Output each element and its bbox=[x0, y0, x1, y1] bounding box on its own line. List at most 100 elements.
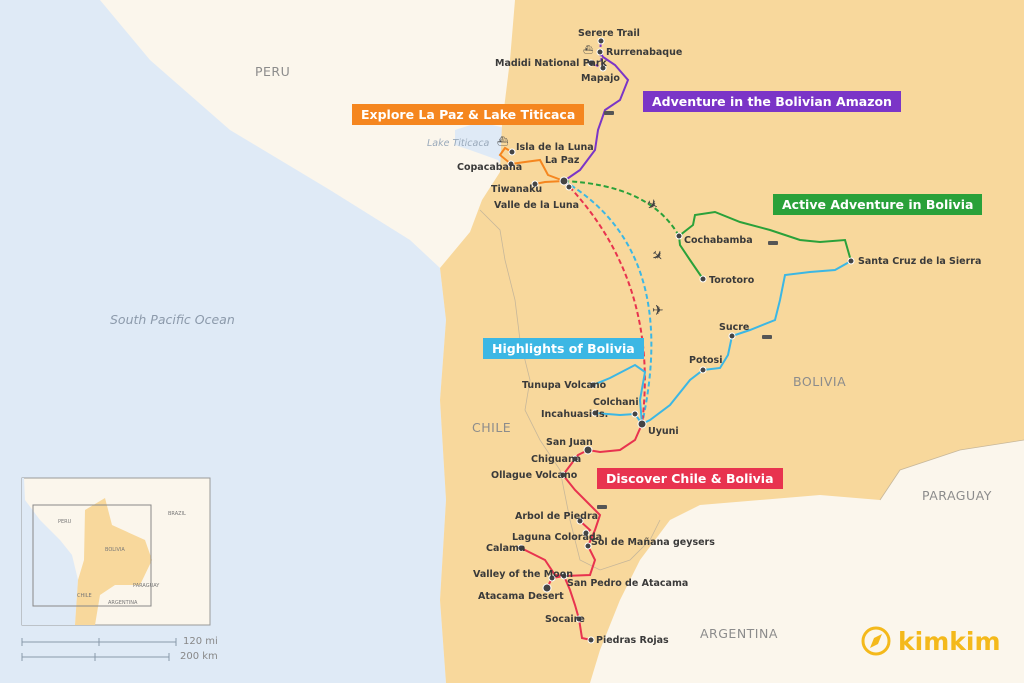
place-label: Piedras Rojas bbox=[596, 635, 669, 646]
inset-label: BRAZIL bbox=[168, 511, 186, 517]
place-label: Sol de Mañana geysers bbox=[591, 537, 715, 548]
route-active bbox=[677, 210, 852, 280]
place-marker[interactable] bbox=[587, 636, 595, 644]
route-tag-active[interactable]: Active Adventure in Bolivia bbox=[773, 194, 983, 215]
place-marker[interactable] bbox=[631, 410, 639, 418]
place-label: Laguna Colorada bbox=[512, 532, 602, 543]
airplane-icon: ✈ bbox=[652, 303, 664, 319]
place-label: Atacama Desert bbox=[478, 591, 564, 602]
place-marker[interactable] bbox=[637, 419, 647, 429]
place-marker[interactable] bbox=[847, 257, 855, 265]
country-label: BOLIVIA bbox=[793, 374, 846, 389]
place-label: Madidi National Park bbox=[495, 58, 608, 69]
place-marker[interactable] bbox=[517, 544, 525, 552]
place-marker[interactable] bbox=[575, 615, 583, 623]
boat-icon: ⛴ bbox=[497, 136, 509, 147]
country-label: PERU bbox=[255, 64, 290, 79]
place-marker[interactable] bbox=[559, 176, 569, 186]
place-label: Uyuni bbox=[648, 426, 679, 437]
place-label: Tiwanaku bbox=[491, 184, 542, 195]
place-label: Calama bbox=[486, 543, 525, 554]
place-label: Valley of the Moon bbox=[473, 569, 573, 580]
car-icon bbox=[597, 505, 607, 509]
place-marker[interactable] bbox=[584, 542, 592, 550]
place-label: Arbol de Piedra bbox=[515, 511, 598, 522]
place-marker[interactable] bbox=[571, 455, 579, 463]
place-label: Santa Cruz de la Sierra bbox=[858, 256, 981, 267]
route-flight-green bbox=[563, 180, 680, 237]
inset-label: ARGENTINA bbox=[108, 600, 138, 606]
inset-label: PERU bbox=[58, 519, 72, 525]
route-titicaca bbox=[498, 146, 565, 182]
place-label: San Pedro de Atacama bbox=[567, 578, 688, 589]
place-label: Incahuasi Is. bbox=[541, 409, 608, 420]
place-marker[interactable] bbox=[596, 48, 604, 56]
place-label: San Juan bbox=[546, 437, 593, 448]
scale-km: 200 km bbox=[180, 651, 218, 662]
place-marker[interactable] bbox=[531, 180, 539, 188]
lake-label: Lake Titicaca bbox=[427, 138, 490, 149]
place-marker[interactable] bbox=[589, 381, 597, 389]
place-marker[interactable] bbox=[597, 37, 605, 45]
place-marker[interactable] bbox=[542, 583, 552, 593]
route-chile bbox=[546, 423, 643, 589]
inset-label: CHILE bbox=[77, 593, 92, 599]
place-marker[interactable] bbox=[565, 183, 573, 191]
place-marker[interactable] bbox=[582, 529, 590, 537]
place-marker[interactable] bbox=[548, 574, 556, 582]
place-label: Valle de la Luna bbox=[494, 200, 579, 211]
kimkim-logo: kimkim bbox=[860, 625, 1001, 657]
land-bolivia-chile bbox=[440, 0, 1024, 683]
route-tag-amazon[interactable]: Adventure in the Bolivian Amazon bbox=[643, 91, 901, 112]
place-marker[interactable] bbox=[559, 471, 567, 479]
country-label: CHILE bbox=[472, 420, 511, 435]
scale-bar bbox=[21, 638, 177, 661]
place-label: Tunupa Volcano bbox=[522, 380, 607, 391]
place-marker[interactable] bbox=[699, 366, 707, 374]
inset-map: PERU BRAZIL BOLIVIA PARAGUAY CHILE ARGEN… bbox=[21, 477, 211, 626]
car-icon bbox=[768, 241, 778, 245]
place-label: Copacabana bbox=[457, 162, 522, 173]
ocean-label: South Pacific Ocean bbox=[110, 312, 235, 327]
place-label: Torotoro bbox=[709, 275, 755, 286]
car-icon bbox=[604, 111, 614, 115]
place-marker[interactable] bbox=[675, 232, 683, 240]
route-flight-red bbox=[563, 180, 646, 425]
scale-miles: 120 mi bbox=[183, 636, 218, 647]
route-amazon bbox=[563, 51, 630, 182]
place-label: Chiguana bbox=[531, 454, 581, 465]
place-label: Potosi bbox=[689, 355, 722, 366]
place-marker[interactable] bbox=[576, 517, 584, 525]
place-label: Serere Trail bbox=[578, 28, 640, 39]
country-label: ARGENTINA bbox=[700, 626, 778, 641]
place-marker[interactable] bbox=[583, 445, 593, 455]
place-marker[interactable] bbox=[591, 409, 599, 417]
place-label: Isla de la Luna bbox=[516, 142, 594, 153]
place-label: Ollague Volcano bbox=[491, 470, 578, 481]
place-label: La Paz bbox=[545, 155, 580, 166]
route-tag-highlights[interactable]: Highlights of Bolivia bbox=[483, 338, 644, 359]
place-label: Colchani bbox=[593, 397, 639, 408]
place-label: Socaire bbox=[545, 614, 585, 625]
place-label: Rurrenabaque bbox=[606, 47, 682, 58]
route-tag-chile[interactable]: Discover Chile & Bolivia bbox=[597, 468, 783, 489]
place-marker[interactable] bbox=[699, 275, 707, 283]
boat-icon: ⛴ bbox=[583, 45, 593, 54]
place-marker[interactable] bbox=[728, 332, 736, 340]
route-tag-titicaca[interactable]: Explore La Paz & Lake Titicaca bbox=[352, 104, 585, 125]
place-label: Sucre bbox=[719, 322, 749, 333]
car-icon bbox=[762, 335, 772, 339]
place-marker[interactable] bbox=[560, 572, 568, 580]
place-marker[interactable] bbox=[507, 160, 515, 168]
route-flight-blue bbox=[563, 180, 653, 425]
place-label: Mapajo bbox=[581, 73, 620, 84]
compass-icon bbox=[861, 626, 891, 656]
inset-label: PARAGUAY bbox=[133, 583, 160, 589]
brand-name: kimkim bbox=[898, 626, 1001, 656]
place-label: Cochabamba bbox=[684, 235, 753, 246]
country-label: PARAGUAY bbox=[922, 488, 992, 503]
inset-label: BOLIVIA bbox=[105, 547, 125, 553]
place-marker[interactable] bbox=[508, 148, 516, 156]
place-marker[interactable] bbox=[599, 64, 607, 72]
place-marker[interactable] bbox=[587, 59, 595, 67]
